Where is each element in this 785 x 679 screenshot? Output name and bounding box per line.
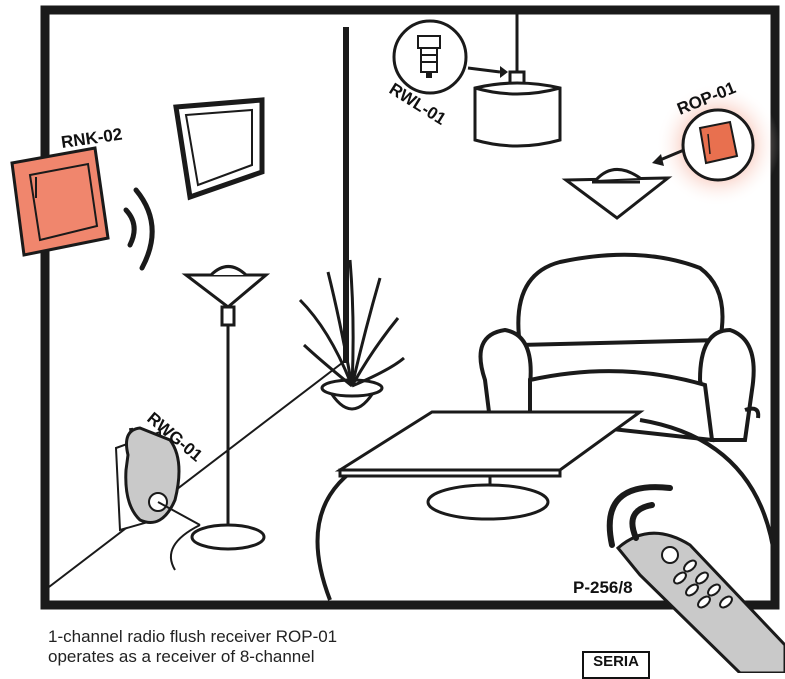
rwl-01-device	[392, 19, 508, 95]
pendant-lamp	[473, 10, 562, 148]
rwg-01-device	[114, 426, 201, 571]
signal-waves-left	[123, 187, 155, 271]
coffee-table	[334, 410, 645, 521]
potted-plant	[298, 259, 405, 411]
label-p-256-8: P-256/8	[573, 578, 633, 597]
signal-waves-remote	[606, 484, 673, 548]
caption-line-2: operates as a receiver of 8-channel	[48, 647, 315, 666]
armchair	[478, 252, 761, 443]
ceiling-lamp	[561, 168, 673, 220]
remote-p-256-8	[615, 531, 785, 673]
rop-01-device	[652, 83, 780, 207]
caption-line-1: 1-channel radio flush receiver ROP-01	[48, 627, 338, 646]
label-rnk-02: RNK-02	[60, 125, 123, 152]
series-badge: SERIA	[582, 651, 650, 679]
room-frame	[40, 5, 780, 610]
wall-picture	[173, 97, 265, 201]
caption-text: 1-channel radio flush receiver ROP-01 op…	[48, 627, 518, 667]
rnk-02-device	[10, 146, 110, 257]
floor-lamp	[181, 265, 271, 551]
